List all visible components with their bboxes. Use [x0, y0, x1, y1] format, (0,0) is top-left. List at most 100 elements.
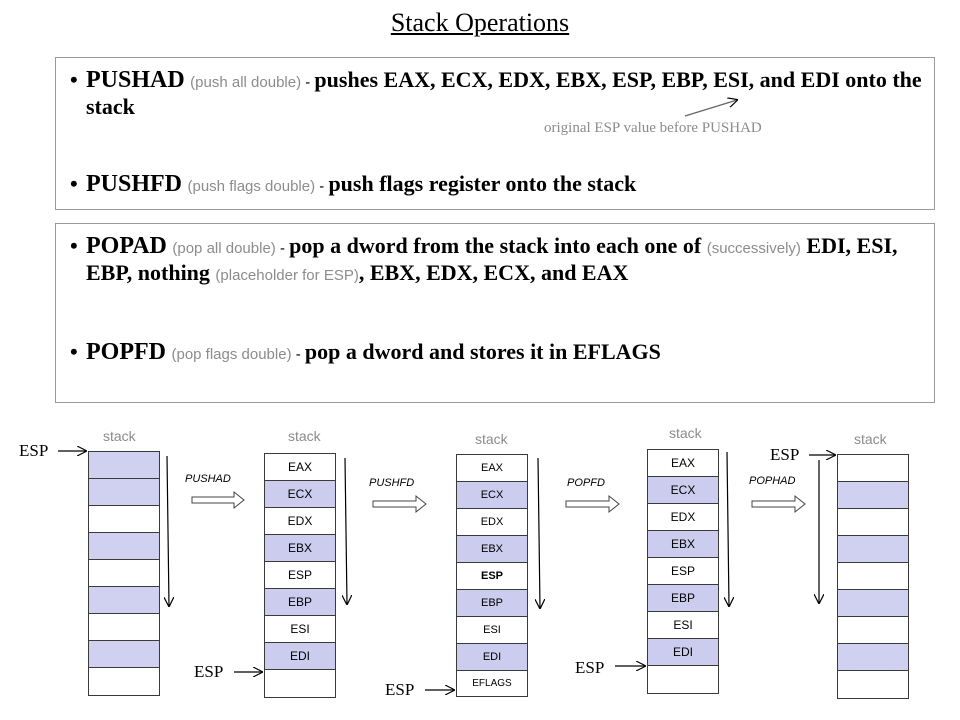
op-label-pophad: POPHAD — [749, 475, 796, 487]
popad-desc-2: EDI, ESI, EBP, nothing — [86, 233, 898, 285]
stack-cell-edi: EDI — [648, 639, 718, 666]
pushfd-desc: push flags register onto the stack — [328, 171, 637, 196]
stack-2: EAX ECX EDX EBX ESP EBP ESI EDI — [264, 453, 336, 698]
stack-cell-esi: ESI — [265, 616, 335, 643]
stack-cell-esi: ESI — [457, 617, 527, 644]
stack-cell-edi: EDI — [457, 644, 527, 671]
esp-label-1: ESP — [19, 441, 49, 460]
stack-cell — [838, 617, 908, 644]
esp-label-3: ESP — [385, 680, 415, 699]
stack-cell-ecx: ECX — [265, 481, 335, 508]
stack-cell — [89, 479, 159, 506]
stack-label-1: stack — [103, 428, 136, 444]
stack-cell — [838, 563, 908, 590]
growth-arrow-4 — [727, 451, 729, 606]
stack-cell — [838, 671, 908, 698]
stack-cell-ebp: EBP — [265, 589, 335, 616]
stack-cell-eax: EAX — [457, 455, 527, 482]
stack-cell-ebp: EBP — [457, 590, 527, 617]
stack-cell-eax: EAX — [265, 454, 335, 481]
stack-cell — [838, 482, 908, 509]
stack-cell-edx: EDX — [648, 504, 718, 531]
stack-cell-esp: ESP — [648, 558, 718, 585]
popad-paren-2: (successively) — [706, 240, 801, 257]
stack-cell — [838, 536, 908, 563]
popad-item: • POPAD (pop all double) - pop a dword f… — [70, 234, 926, 288]
stack-cell — [89, 641, 159, 668]
stack-cell — [838, 590, 908, 617]
stack-cell — [89, 587, 159, 614]
popad-desc-1: pop a dword from the stack into each one… — [289, 233, 707, 258]
stack-label-4: stack — [669, 425, 702, 441]
transition-arrow-pushfd — [372, 494, 427, 514]
stack-cell-ebp: EBP — [648, 585, 718, 612]
pushad-mnemonic: PUSHAD — [86, 67, 185, 93]
pushad-desc-esp: ESP — [612, 67, 651, 92]
stack-cell — [838, 455, 908, 482]
bullet: • — [70, 233, 78, 258]
stack-cell-ecx: ECX — [648, 477, 718, 504]
popad-paren: (pop all double) — [172, 240, 276, 257]
growth-arrow-3 — [538, 457, 540, 608]
stack-cell — [89, 668, 159, 695]
stack-cell-ebx: EBX — [265, 535, 335, 562]
stack-5 — [837, 454, 909, 699]
transition-arrow-popfd — [565, 494, 620, 514]
stack-cell-ebx: EBX — [648, 531, 718, 558]
stack-cell — [89, 452, 159, 479]
stack-cell-ebx: EBX — [457, 536, 527, 563]
stack-cell — [89, 560, 159, 587]
growth-arrow-1 — [167, 455, 169, 606]
bullet: • — [70, 171, 78, 196]
pushfd-mnemonic: PUSHFD — [86, 171, 182, 197]
stack-cell — [89, 614, 159, 641]
esp-label-2: ESP — [194, 662, 224, 681]
stack-4: EAX ECX EDX EBX ESP EBP ESI EDI — [647, 449, 719, 694]
push-instructions-box: • PUSHAD (push all double) - pushes EAX,… — [55, 57, 935, 210]
stack-cell-esi: ESI — [648, 612, 718, 639]
stack-cell-edx: EDX — [265, 508, 335, 535]
op-label-pushfd: PUSHFD — [369, 477, 415, 489]
growth-arrow-2 — [345, 457, 347, 604]
dash: - — [301, 74, 315, 91]
pushad-desc-1: pushes EAX, ECX, EDX, EBX, — [314, 67, 613, 92]
popfd-desc: pop a dword and stores it in EFLAGS — [304, 339, 661, 364]
stack-cell-esp: ESP — [265, 562, 335, 589]
stack-cell — [89, 506, 159, 533]
pushad-item: • PUSHAD (push all double) - pushes EAX,… — [70, 68, 926, 119]
stack-cell-empty — [265, 670, 335, 697]
stack-cell-ecx: ECX — [457, 482, 527, 509]
popfd-paren: (pop flags double) — [171, 346, 292, 363]
transition-arrow-pushad — [191, 490, 245, 510]
esp-label-5: ESP — [770, 445, 800, 464]
pushfd-item: • PUSHFD (push flags double) - push flag… — [70, 172, 926, 199]
stack-cell — [838, 644, 908, 671]
bullet: • — [70, 67, 78, 92]
esp-note: original ESP value before PUSHAD — [544, 120, 762, 136]
pushfd-paren: (push flags double) — [187, 178, 316, 195]
stack-cell-eax: EAX — [648, 450, 718, 477]
dash: - — [315, 178, 329, 195]
stack-cell-edi: EDI — [265, 643, 335, 670]
pushad-desc-2: , EBP, ESI, and EDI onto the stack — [86, 67, 922, 119]
stack-1 — [88, 451, 160, 696]
pop-instructions-box: • POPAD (pop all double) - pop a dword f… — [55, 223, 935, 403]
bullet: • — [70, 339, 78, 364]
popad-desc-3: , EBX, EDX, ECX, and EAX — [358, 260, 629, 285]
stack-cell-esp: ESP — [457, 563, 527, 590]
op-label-pushad: PUSHAD — [185, 473, 231, 485]
popad-paren-3: (placeholder for ESP) — [215, 267, 359, 284]
stack-3: EAX ECX EDX EBX ESP EBP ESI EDI EFLAGS — [456, 454, 528, 697]
stack-cell-edx: EDX — [457, 509, 527, 536]
stack-cell-eflags: EFLAGS — [472, 678, 512, 689]
popfd-mnemonic: POPFD — [86, 339, 166, 365]
page-title: Stack Operations — [390, 8, 570, 37]
stack-cell-empty — [648, 666, 718, 693]
dash: - — [275, 240, 290, 257]
popad-mnemonic: POPAD — [86, 233, 167, 259]
stack-label-3: stack — [475, 431, 508, 447]
transition-arrow-pophad — [751, 494, 806, 514]
stack-cell — [838, 509, 908, 536]
esp-label-4: ESP — [575, 658, 605, 677]
dash: - — [291, 346, 305, 363]
